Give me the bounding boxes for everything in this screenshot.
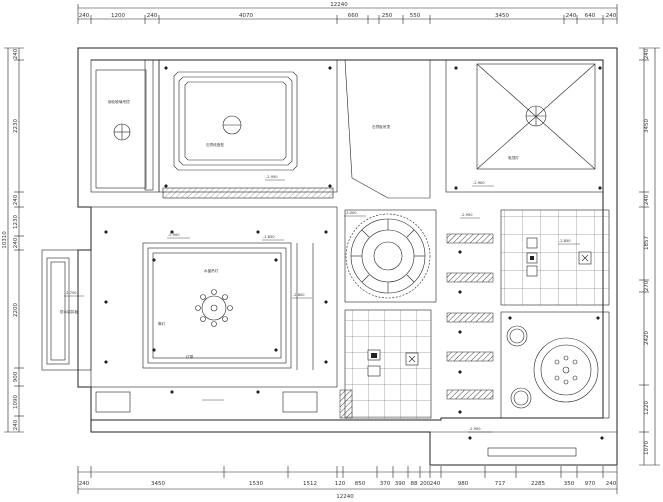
hallway-trapezoid bbox=[344, 59, 431, 199]
dim-label: 240 bbox=[13, 419, 19, 430]
dim-label: 370 bbox=[380, 481, 391, 487]
dim-label: 240 bbox=[430, 481, 441, 487]
dim-label: 970 bbox=[585, 481, 596, 487]
right-dimension-chain bbox=[639, 47, 660, 466]
top-dimension-chain bbox=[77, 4, 618, 24]
dim-label: 240 bbox=[13, 48, 19, 59]
dim-label: 850 bbox=[355, 481, 366, 487]
left-dimension-labels: 240 2230 240 1230 240 2200 900 1090 240 … bbox=[2, 48, 19, 430]
top-total-dimension: 12240 bbox=[330, 2, 348, 8]
level-tag: -2.900 bbox=[473, 181, 485, 185]
level-tag: -2.900 bbox=[168, 233, 180, 237]
dim-label: 350 bbox=[564, 481, 575, 487]
dim-label: 1512 bbox=[303, 481, 317, 487]
dim-label: 240 bbox=[79, 13, 90, 19]
material-tag: 灯带 bbox=[186, 354, 194, 359]
dim-label: 1530 bbox=[249, 481, 263, 487]
bottom-dimension-labels: 240 3450 1530 1512 120 850 370 390 88 20… bbox=[79, 481, 617, 487]
material-tag: 防水铝扣板 bbox=[60, 309, 78, 314]
dim-label: 2200 bbox=[13, 303, 19, 317]
dim-label: 240 bbox=[606, 13, 617, 19]
material-tag-labels: 钢化玻璃吊顶 石膏线造型 水晶吊灯 石膏板吊顶 筒灯 防水铝扣板 吸顶灯 灯带 bbox=[60, 99, 519, 359]
pyramid-ceiling-room bbox=[445, 59, 604, 193]
dim-label: 660 bbox=[348, 13, 359, 19]
dim-label: 2285 bbox=[531, 481, 545, 487]
dim-label: 240 bbox=[606, 481, 617, 487]
dim-label: 3450 bbox=[644, 119, 650, 133]
dining-round-ceiling bbox=[344, 209, 437, 303]
level-tag-labels: -2.950 -2.900 -2.850 -2.800 -2.750 -3.00… bbox=[65, 175, 571, 431]
ceiling-lamp-icon bbox=[554, 355, 578, 385]
dim-label: 3450 bbox=[495, 13, 509, 19]
dim-label: 1090 bbox=[13, 395, 19, 409]
level-tags bbox=[64, 179, 580, 433]
dim-label: 240 bbox=[147, 13, 158, 19]
bedroom-round-ceiling bbox=[500, 311, 610, 419]
tray-ceiling-hatch-band bbox=[163, 188, 333, 198]
dim-label: 200 bbox=[420, 481, 431, 487]
dim-label: 240 bbox=[644, 194, 650, 205]
dim-label: 240 bbox=[13, 237, 19, 248]
material-tag: 吸顶灯 bbox=[508, 155, 519, 160]
chandelier-icon bbox=[195, 289, 233, 327]
level-tag: -2.750 bbox=[65, 291, 77, 295]
bottom-passage bbox=[430, 431, 617, 457]
dim-label: 240 bbox=[79, 481, 90, 487]
left-dimension-chain bbox=[4, 47, 24, 433]
dim-label: 550 bbox=[410, 13, 421, 19]
level-tag: -2.850 bbox=[263, 235, 275, 239]
bottom-dimension-chain bbox=[77, 466, 618, 494]
level-tag: -2.950 bbox=[461, 213, 473, 217]
dim-label: 1857 bbox=[644, 236, 650, 250]
level-tag: -2.800 bbox=[293, 293, 305, 297]
dim-label: 240 bbox=[566, 13, 577, 19]
dim-label: 4070 bbox=[239, 13, 253, 19]
dim-label: 1200 bbox=[111, 13, 125, 19]
level-tag: -2.950 bbox=[469, 427, 481, 431]
downlight-markers bbox=[104, 66, 604, 440]
dim-label: 640 bbox=[585, 13, 596, 19]
dim-label: 1230 bbox=[13, 215, 19, 229]
material-tag: 钢化玻璃吊顶 bbox=[108, 99, 130, 104]
dim-label: 1070 bbox=[644, 441, 650, 455]
tray-ceiling-room-top bbox=[158, 59, 338, 199]
kitchen-tile-ceiling bbox=[339, 309, 432, 419]
dim-label: 1220 bbox=[644, 401, 650, 415]
material-tag: 筒灯 bbox=[158, 321, 166, 326]
level-tag: -2.850 bbox=[559, 239, 571, 243]
living-room-ceiling bbox=[90, 206, 338, 413]
dim-label: 240 bbox=[644, 48, 650, 59]
dim-label: 2230 bbox=[13, 119, 19, 133]
dim-label: 980 bbox=[458, 481, 469, 487]
dim-label: 390 bbox=[395, 481, 406, 487]
dim-label: 240 bbox=[13, 194, 19, 205]
material-tag: 水晶吊灯 bbox=[204, 268, 219, 273]
bathroom-tile-ceiling bbox=[500, 209, 610, 306]
dim-label: 717 bbox=[495, 481, 506, 487]
dim-label: 250 bbox=[382, 13, 393, 19]
dim-label: 120 bbox=[335, 481, 346, 487]
level-tag: -2.950 bbox=[266, 175, 278, 179]
small-room-top-left bbox=[90, 59, 160, 193]
left-total-dimension: 10310 bbox=[2, 231, 8, 249]
material-tag: 石膏线造型 bbox=[206, 142, 224, 147]
left-balcony bbox=[41, 249, 92, 371]
corridor-hatch-bands bbox=[446, 233, 494, 400]
level-tag: -3.000 bbox=[345, 211, 357, 215]
dim-label: 900 bbox=[13, 371, 19, 382]
material-tag: 石膏板吊顶 bbox=[372, 124, 390, 129]
dim-label: 270 bbox=[644, 280, 650, 291]
top-dimension-labels: 240 1200 240 4070 660 250 550 3450 240 6… bbox=[79, 13, 617, 19]
dim-label: 88 bbox=[411, 481, 418, 487]
dim-label: 3450 bbox=[151, 481, 165, 487]
right-dimension-labels: 240 3450 240 1857 270 2420 1220 1070 bbox=[644, 48, 650, 455]
bottom-total-dimension: 12240 bbox=[336, 494, 354, 500]
dim-label: 2420 bbox=[644, 331, 650, 345]
